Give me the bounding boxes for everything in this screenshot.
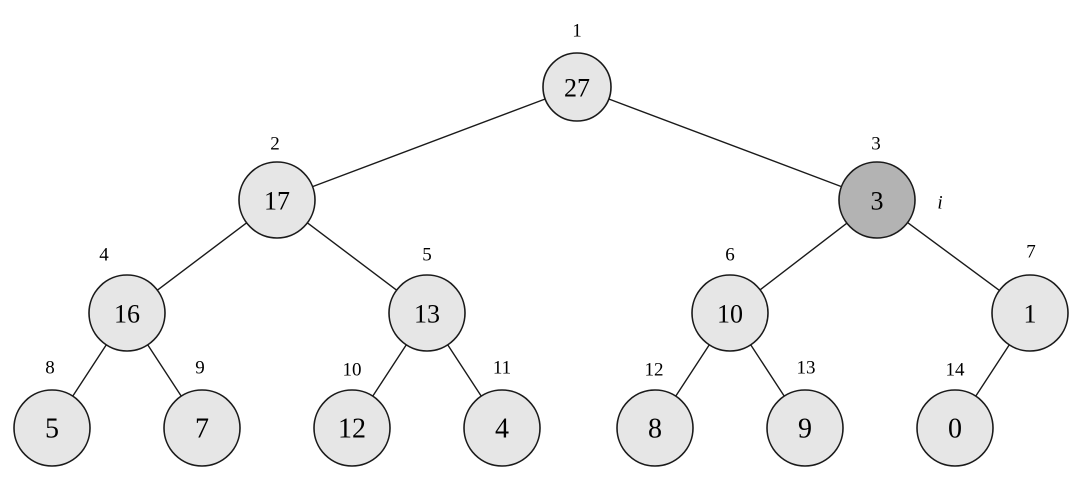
node-value-label: 12	[338, 414, 366, 445]
tree-edge	[750, 344, 785, 397]
tree-node[interactable]: 14 0	[916, 360, 994, 467]
node-circle[interactable]	[766, 389, 844, 467]
tree-edge	[759, 222, 848, 291]
tree-edge	[156, 222, 248, 291]
node-index-label: 12	[645, 360, 664, 381]
node-value-label: 4	[495, 414, 509, 445]
tree-node[interactable]: 4 16	[88, 245, 166, 352]
tree-node[interactable]: 11 4	[463, 358, 541, 467]
node-circle[interactable]	[13, 389, 91, 467]
tree-edge	[975, 344, 1010, 397]
node-circle[interactable]	[313, 389, 391, 467]
node-circle[interactable]	[238, 161, 316, 239]
tree-node[interactable]: 13 9	[766, 358, 844, 467]
node-value-label: 5	[45, 414, 59, 445]
node-value-label: 13	[414, 300, 440, 329]
tree-node[interactable]: 85	[13, 358, 91, 467]
node-circle[interactable]	[916, 389, 994, 467]
tree-node[interactable]: 97	[163, 358, 241, 467]
tree-edge	[147, 344, 182, 397]
tree-node[interactable]: 5 13	[388, 245, 466, 352]
node-index-label: 6	[725, 245, 735, 266]
tree-node[interactable]: 6 10	[691, 245, 769, 352]
node-value-label: 0	[948, 414, 962, 445]
tree-edge	[608, 98, 843, 188]
node-index-label: 13	[797, 358, 816, 379]
tree-edge	[306, 222, 398, 291]
tree-edge	[372, 344, 407, 397]
node-circle[interactable]	[616, 389, 694, 467]
node-value-label: 8	[648, 414, 662, 445]
node-index-label: 7	[1026, 242, 1036, 263]
node-index-label: 11	[493, 358, 511, 379]
tree-node[interactable]: 71	[991, 242, 1069, 352]
tree-node[interactable]: 12 8	[616, 360, 694, 467]
node-index-label: 2	[270, 134, 280, 155]
node-index-label: 10	[343, 360, 362, 381]
node-value-label: 3	[871, 187, 884, 216]
node-index-label: 8	[45, 358, 55, 379]
tree-edge	[906, 221, 1001, 292]
node-index-label: 3	[871, 134, 881, 155]
node-circle[interactable]	[388, 274, 466, 352]
tree-edge	[72, 344, 107, 397]
node-index-label: 14	[946, 360, 966, 381]
tree-node[interactable]: 2 17	[238, 134, 316, 239]
tree-edge	[447, 344, 482, 397]
node-circle[interactable]	[163, 389, 241, 467]
node-value-label: 27	[564, 74, 590, 103]
node-index-label: 4	[99, 245, 109, 266]
node-circle[interactable]	[991, 274, 1069, 352]
node-value-label: 1	[1024, 300, 1037, 329]
tree-node[interactable]: 1 27	[542, 21, 612, 122]
node-value-label: 10	[717, 300, 743, 329]
node-circle-highlighted[interactable]	[838, 161, 916, 239]
tree-edge	[311, 98, 546, 188]
node-value-label: 7	[195, 414, 209, 445]
node-value-label: 9	[798, 414, 812, 445]
node-circle[interactable]	[463, 389, 541, 467]
node-index-label: 5	[422, 245, 432, 266]
node-value-label: 16	[114, 300, 140, 329]
node-annotation-label: i	[937, 193, 942, 214]
tree-edge	[675, 344, 710, 397]
node-circle[interactable]	[542, 52, 612, 122]
node-circle[interactable]	[691, 274, 769, 352]
node-index-label: 1	[572, 21, 582, 42]
node-circle[interactable]	[88, 274, 166, 352]
node-index-label: 9	[195, 358, 205, 379]
tree-node[interactable]: 10 12	[313, 360, 391, 467]
node-value-label: 17	[264, 187, 290, 216]
edges-layer	[72, 98, 1010, 397]
tree-node[interactable]: 3 3 i	[838, 134, 943, 239]
